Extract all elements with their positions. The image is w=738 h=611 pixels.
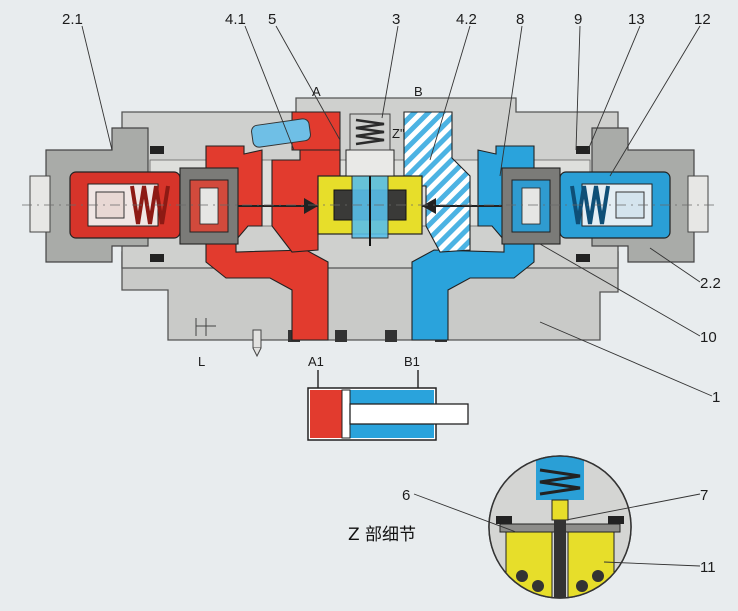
callout-5: 5 (268, 11, 276, 28)
right-check-valve-2-2 (501, 167, 671, 245)
callout-11: 11 (700, 559, 716, 576)
z-mark-label: Z" (392, 126, 405, 141)
callout-2-2: 2.2 (700, 275, 721, 292)
callout-9: 9 (574, 11, 582, 28)
spring-left-icon (130, 185, 170, 225)
port-a-label: A (312, 84, 321, 99)
callout-4-1: 4.1 (225, 11, 246, 28)
callout-12: 12 (694, 11, 711, 28)
port-b-label: B (414, 84, 423, 99)
hydraulic-cylinder (307, 370, 469, 441)
port-b1-label: B1 (404, 354, 420, 369)
left-check-valve-2-1 (69, 167, 239, 245)
port-a1-label: A1 (308, 354, 324, 369)
callout-labels: 2.1 4.1 5 3 4.2 8 9 13 12 2.2 10 1 6 7 1… (62, 11, 721, 576)
callout-4-2: 4.2 (456, 11, 477, 28)
z-spring-icon (539, 468, 581, 496)
z-detail-inset (488, 455, 632, 599)
callout-3: 3 (392, 11, 400, 28)
spring-center-icon (355, 118, 385, 146)
callout-7: 7 (700, 487, 708, 504)
z-detail-caption: Z 部细节 (348, 525, 416, 545)
spring-right-icon (570, 185, 610, 225)
pilot-line-pipe (251, 118, 311, 148)
callout-2-1: 2.1 (62, 11, 83, 28)
callout-13: 13 (628, 11, 645, 28)
callout-1: 1 (712, 389, 720, 406)
callout-8: 8 (516, 11, 524, 28)
port-l-label: L (198, 354, 205, 369)
callout-10: 10 (700, 329, 717, 346)
callout-6: 6 (402, 487, 410, 504)
seals (150, 146, 590, 262)
port-labels: A B L A1 B1 Z" (198, 84, 423, 369)
leader-lines (81, 25, 713, 567)
